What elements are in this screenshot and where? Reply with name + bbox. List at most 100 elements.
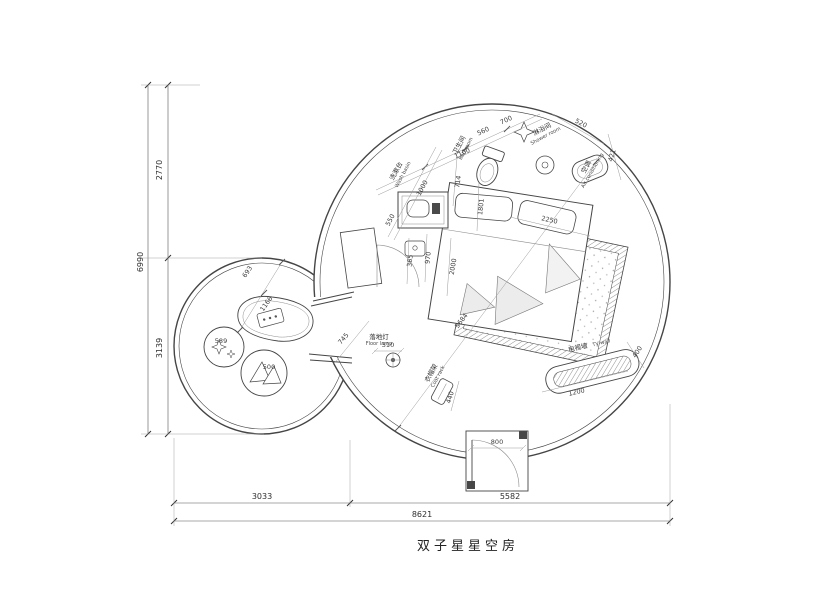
passage-opening [311,297,356,357]
passage-walls [308,291,355,364]
dim-ticks-left [144,81,172,438]
dim-line-310 [371,347,405,355]
tray-dot-1 [263,318,266,321]
dim-line-1801 [476,182,480,232]
toilet [476,145,505,186]
door-post-left [467,481,475,489]
ext-lines-bottom [173,404,671,526]
door-swing-arc [471,439,520,488]
label-tv: 电视墙 TV wall [567,338,611,354]
dim-height-total: 6990 [136,252,145,272]
dim-365: 365 [405,254,414,267]
dim-2000: 2000 [448,258,459,276]
bed [427,182,594,343]
wall-niche [339,227,383,289]
dim-line-365 [406,237,410,285]
dim-lines-bottom [174,502,670,522]
dim-line-door [467,444,527,452]
duvet-edge [442,228,586,252]
shower-area [513,121,555,175]
dim-line-421 [607,133,622,181]
dim-800: 800 [491,438,503,446]
label-floor-lamp: 落地灯 Floor lamp [366,332,393,347]
door-post-right [519,431,527,439]
dim-width-left: 3033 [252,492,272,501]
washbasin-counter [397,191,449,229]
faucet [432,203,440,214]
dim-421: 421 [607,148,618,162]
dim-line-970 [424,233,428,283]
counter-inner-line [401,195,445,225]
dim-line-coat [450,380,460,412]
dim-714: 714 [453,175,463,188]
seat-b-fold-2 [262,365,282,385]
dim-line-745 [332,320,370,366]
ac-body [571,154,609,184]
sink-basin [406,199,430,218]
dim-line-2000 [446,237,452,297]
lounge-table [237,295,314,342]
dim-970: 970 [423,251,432,264]
floor-lamp-cross [385,352,401,368]
dim-line-2250 [509,216,591,237]
dim-width-total: 8621 [412,510,432,519]
lounge-table-inner [242,300,310,338]
drawing-title: 双子星星空房 [417,538,519,554]
toilet-bowl [476,157,499,186]
duvet-fold-2 [545,243,581,294]
coat-rack [430,378,454,405]
dim-lines-left [147,85,169,434]
coat-rack-rail [437,383,447,400]
seat-b-fold-1 [249,361,271,383]
ac-unit [571,154,609,184]
wall-niche-box [339,227,383,289]
floor-lamp [385,352,401,368]
dim-width-right: 5582 [500,492,520,501]
dim-line-1200 [541,370,629,393]
dim-1200: 1200 [568,386,586,398]
lounge-tray [256,307,285,328]
nightstand-lamp [412,245,418,251]
door-box [465,430,529,492]
shower-drain [535,155,555,175]
dim-line-714 [452,157,458,207]
duvet-fold-1 [494,275,544,325]
dim-line-5684 [397,161,597,429]
dim-line-400 [626,341,645,369]
tray-dot-3 [274,315,277,318]
nightstand [404,240,426,257]
dim-1801: 1801 [476,198,486,215]
pillow-left [454,192,514,222]
dim-500: 500 [263,363,275,371]
entrance-door [465,430,529,492]
dim-chain-lounge-ticks [236,258,286,334]
seat-a-star-1 [211,339,227,355]
nightstand-top [404,240,426,257]
ext-lines-left [141,84,264,435]
dim-chain-bathroom-ticks [421,125,511,171]
toilet-bowl-inner [479,163,495,183]
dim-chain-bathroom [375,113,543,196]
shower-drain-center [541,161,549,169]
label-lamp-en: Floor lamp [366,341,393,347]
interior-dim-lines [236,113,645,452]
tv-console-inner [553,355,632,387]
dim-2250: 2250 [540,214,558,226]
tv-console [545,349,640,394]
dim-310: 310 [382,341,394,349]
exterior-dim-chains [141,81,674,526]
ac-body-inner [577,159,603,179]
dim-chain-basin [387,146,443,241]
pillow-right [517,200,577,235]
dim-440: 440 [444,390,455,404]
dim-height-top: 2770 [155,160,164,180]
label-tv-en: TV wall [591,338,611,348]
label-lamp-cn: 落地灯 [369,332,389,341]
lounge-seat-b [240,349,288,397]
dim-line-520 [551,113,605,145]
dim-589: 589 [215,337,227,345]
lounge-seat-a [203,326,245,368]
label-tv-cn: 电视墙 [567,341,589,354]
